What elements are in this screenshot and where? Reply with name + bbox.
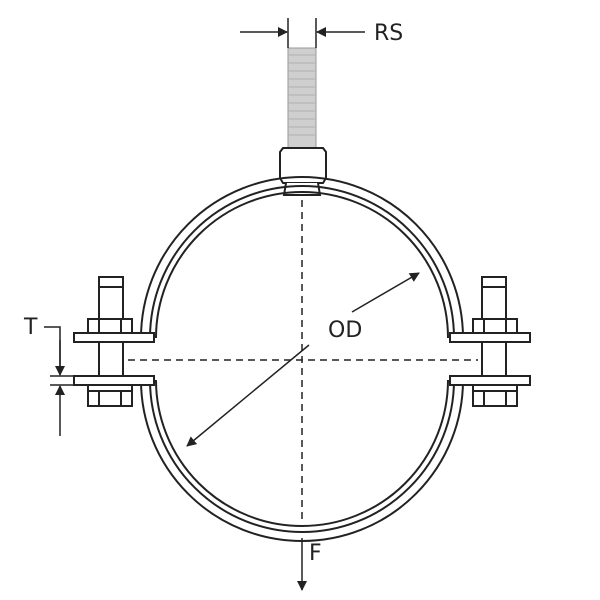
t-label: T [23,315,38,340]
threaded-rod [287,47,317,149]
od-dimension [186,272,420,447]
right-bolt [472,276,518,407]
force-label: F [309,541,322,566]
left-bolt [87,276,133,407]
center-lines [128,200,478,522]
od-label: OD [328,318,362,343]
t-dimension [44,326,74,436]
rs-label: RS [374,21,403,46]
rs-dimension [240,18,365,48]
